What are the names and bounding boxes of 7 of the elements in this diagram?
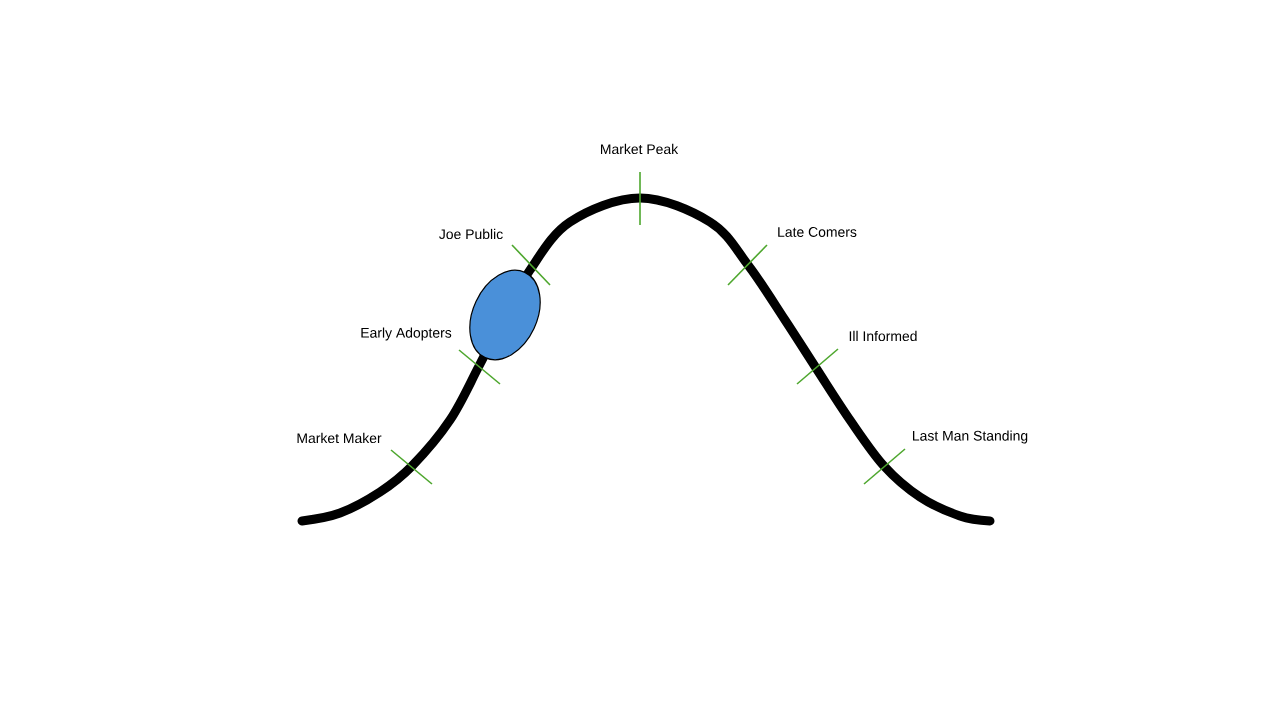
curve-label: Market Maker bbox=[297, 432, 382, 444]
curve-label: Market Peak bbox=[601, 143, 679, 155]
curve-label: Joe Public bbox=[439, 228, 503, 240]
curve-label: Early Adopters bbox=[361, 327, 452, 341]
curve-label: Late Comers bbox=[778, 227, 857, 237]
curve-label: Last Man Standing bbox=[913, 430, 1028, 444]
curve-label: Ill Informed bbox=[849, 330, 917, 342]
